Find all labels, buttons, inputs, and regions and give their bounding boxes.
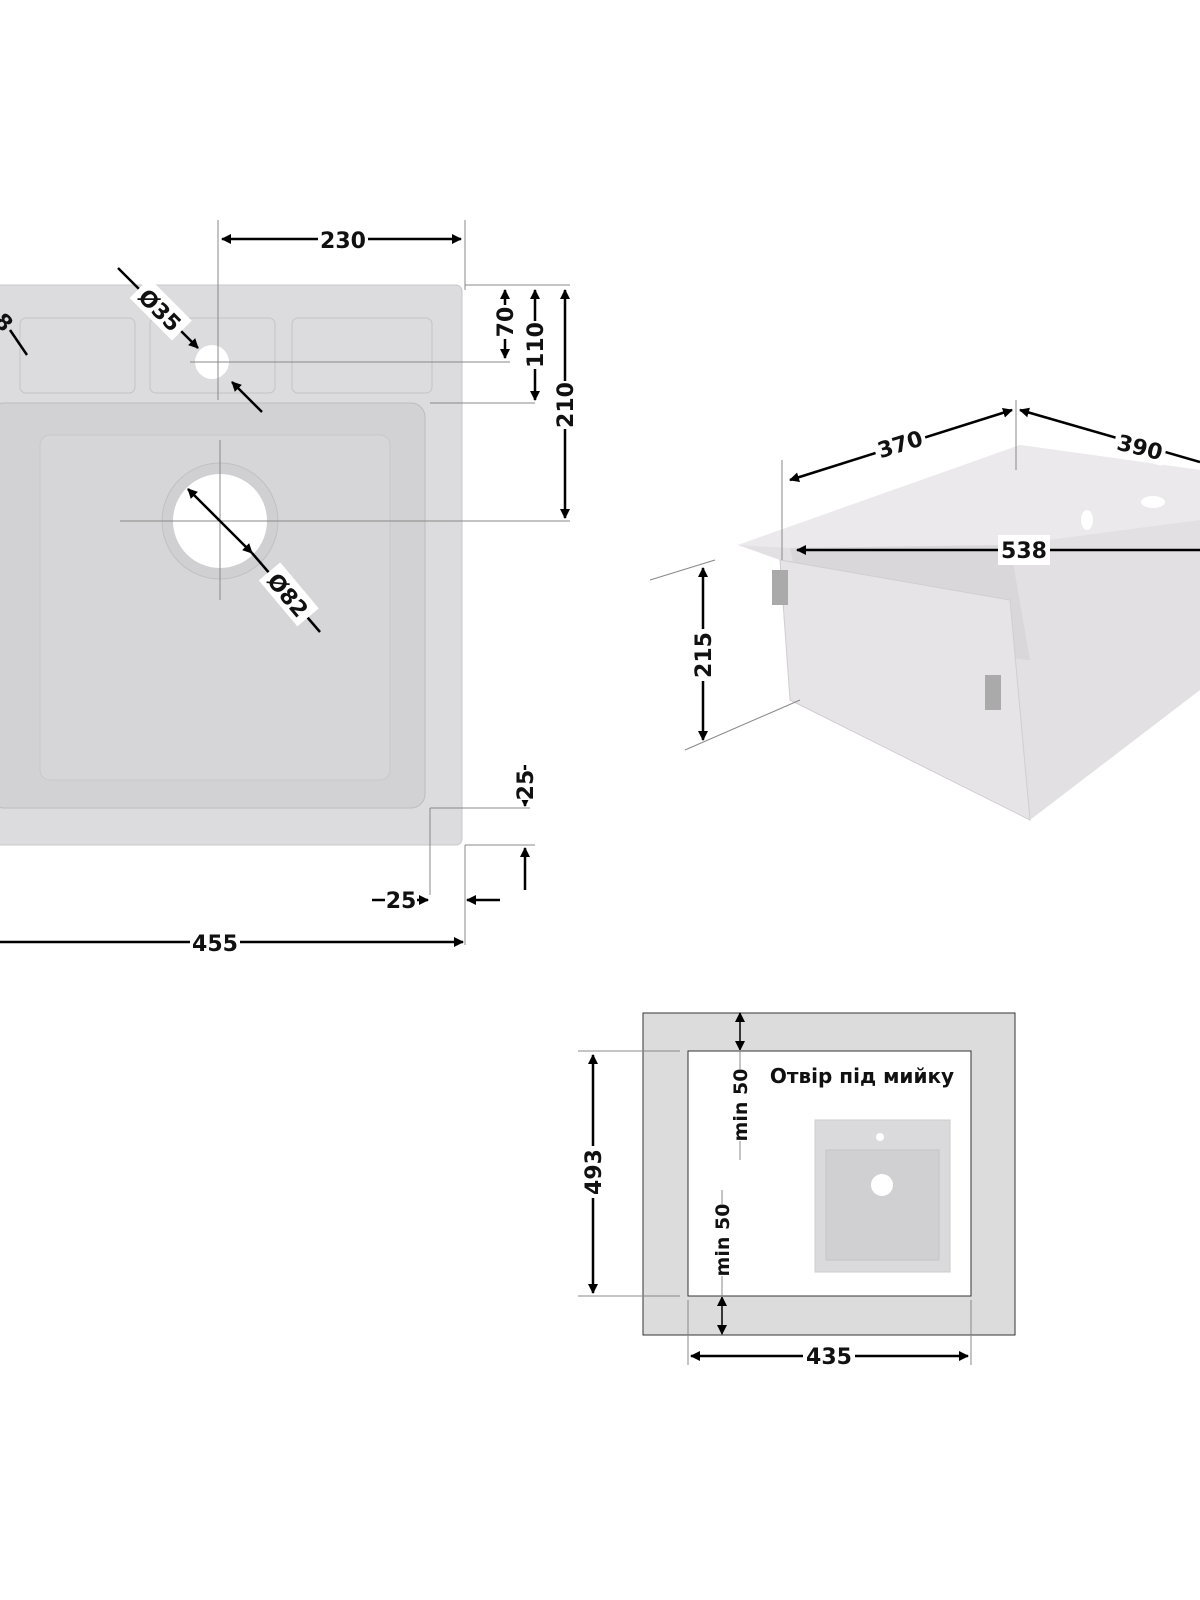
dim-cutout-height: 493 bbox=[582, 1149, 607, 1195]
dim-min-top: min 50 bbox=[730, 1069, 752, 1142]
dim-min-left: min 50 bbox=[712, 1204, 734, 1277]
mounting-clip bbox=[772, 570, 788, 605]
top-view: 230 Ø35 8 70 110 210 Ø82 25 25 455 bbox=[0, 220, 579, 957]
deck-panel bbox=[149, 317, 276, 394]
dim-tap-offset: 230 bbox=[320, 229, 366, 254]
iso-view: 370 390 538 215 bbox=[649, 400, 1200, 821]
dim-370: 370 bbox=[875, 427, 926, 464]
dim-rim-right: 25 bbox=[514, 770, 539, 801]
dim-cutout-width: 435 bbox=[806, 1345, 852, 1370]
cutout-view: Отвір під мийку min 50 min 50 493 435 bbox=[578, 1012, 1016, 1370]
tap-hole bbox=[1141, 496, 1165, 508]
dim-width: 455 bbox=[192, 932, 238, 957]
cutout-title: Отвір під мийку bbox=[770, 1064, 954, 1088]
dim-70: 70 bbox=[494, 307, 519, 338]
mounting-clip bbox=[985, 675, 1001, 710]
dim-538: 538 bbox=[1001, 539, 1047, 564]
dim-rim-bottom: 25 bbox=[386, 889, 417, 914]
sink-front-wall bbox=[779, 559, 1031, 821]
dim-depth: 215 bbox=[692, 632, 717, 678]
small-sink bbox=[814, 1119, 951, 1273]
dim-110: 110 bbox=[524, 322, 549, 368]
deck-panel bbox=[19, 317, 136, 394]
overflow-hole bbox=[1081, 510, 1093, 530]
deck-panel bbox=[291, 317, 433, 394]
dim-210: 210 bbox=[554, 382, 579, 428]
